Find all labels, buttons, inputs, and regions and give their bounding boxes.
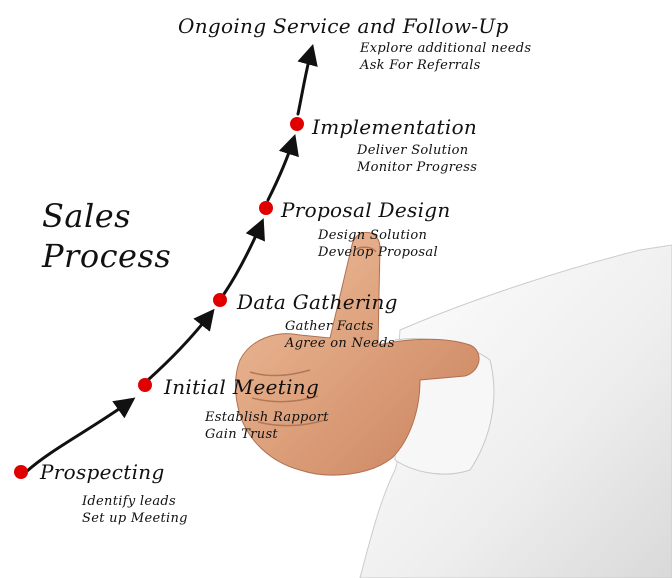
detail-line: Set up Meeting	[82, 511, 188, 526]
dot-prospecting	[14, 465, 28, 479]
arrow-proposal-design-to-implementation	[266, 133, 299, 202]
step-details-proposal-design: Design Solution Develop Proposal	[318, 227, 438, 261]
step-details-prospecting: Identify leads Set up Meeting	[82, 493, 188, 527]
arrow-data-gathering-to-proposal-design	[222, 218, 265, 296]
detail-line: Gather Facts	[285, 319, 374, 334]
detail-line: Ask For Referrals	[360, 58, 481, 73]
arrow-initial-meeting-to-data-gathering	[146, 308, 215, 382]
arrow-implementation-to-ongoing-service	[296, 43, 318, 116]
detail-line: Agree on Needs	[285, 336, 395, 351]
pointing-hand-illustration	[235, 231, 672, 578]
title-line-2: Process	[42, 237, 172, 275]
detail-line: Identify leads	[82, 494, 176, 509]
step-details-implementation: Deliver Solution Monitor Progress	[357, 142, 477, 176]
diagram-title: Sales Process	[42, 196, 171, 276]
arrow-prospecting-to-initial-meeting	[24, 397, 136, 474]
detail-line: Deliver Solution	[357, 143, 469, 158]
step-title-prospecting: Prospecting	[40, 460, 165, 484]
hand	[235, 231, 480, 476]
process-arrows	[24, 43, 318, 474]
dot-initial-meeting	[138, 378, 152, 392]
detail-line: Monitor Progress	[357, 160, 478, 175]
dot-data-gathering	[213, 293, 227, 307]
step-title-implementation: Implementation	[312, 115, 478, 139]
detail-line: Develop Proposal	[318, 245, 438, 260]
detail-line: Design Solution	[318, 228, 428, 243]
step-title-proposal-design: Proposal Design	[281, 198, 451, 222]
detail-line: Explore additional needs	[360, 41, 532, 56]
step-title-data-gathering: Data Gathering	[237, 290, 398, 314]
dot-implementation	[290, 117, 304, 131]
step-details-ongoing-service: Explore additional needs Ask For Referra…	[360, 40, 531, 74]
step-details-data-gathering: Gather Facts Agree on Needs	[285, 318, 395, 352]
finger-creases	[249, 246, 377, 427]
step-details-initial-meeting: Establish Rapport Gain Trust	[205, 409, 329, 443]
step-dots	[14, 117, 304, 479]
dot-proposal-design	[259, 201, 273, 215]
step-title-initial-meeting: Initial Meeting	[164, 375, 320, 399]
title-line-1: Sales	[42, 197, 132, 235]
detail-line: Gain Trust	[205, 427, 278, 442]
detail-line: Establish Rapport	[205, 410, 329, 425]
step-title-ongoing-service: Ongoing Service and Follow-Up	[178, 14, 509, 38]
